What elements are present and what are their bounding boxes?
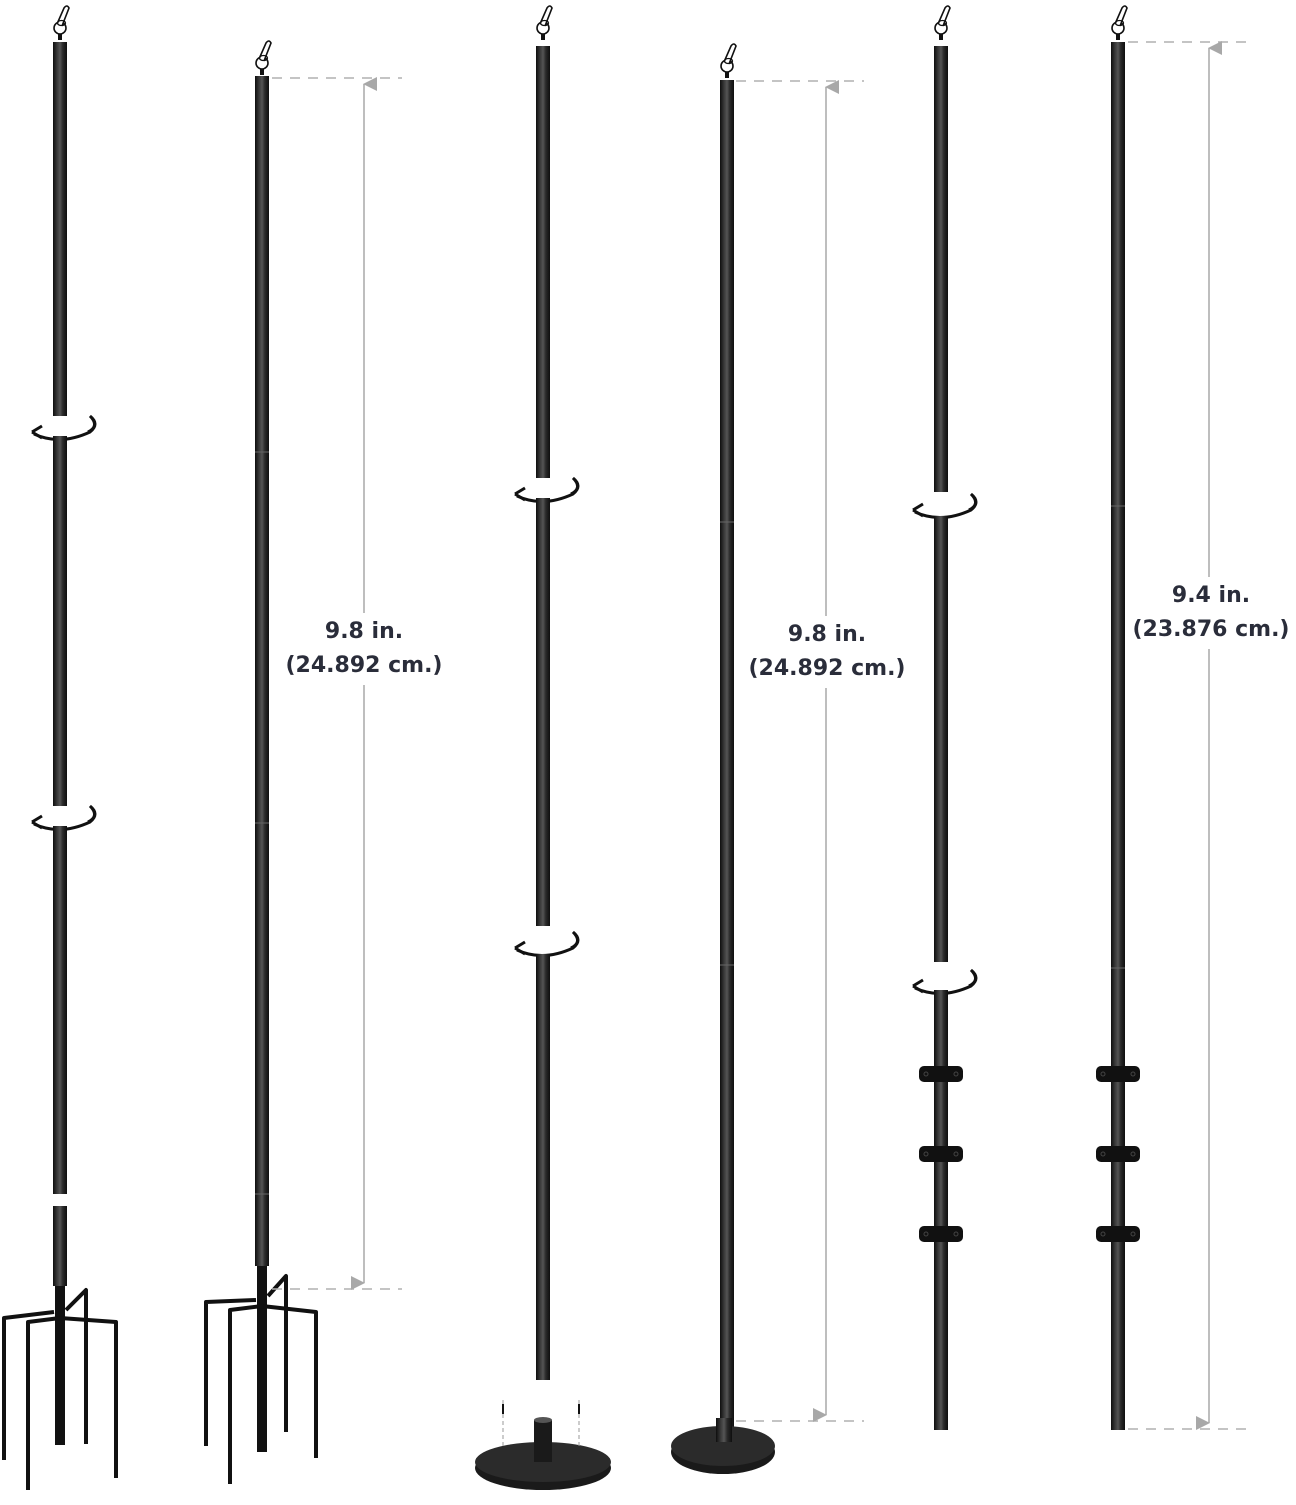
flange-plate-icon (475, 1400, 611, 1490)
pole-fork-assembled (204, 40, 402, 1484)
fork-stake-icon (2, 1286, 118, 1490)
dimension-label-clamp: 9.4 in. (23.876 cm.) (1127, 577, 1295, 649)
dimension-imperial: 9.8 in. (787, 622, 867, 647)
dimension-imperial: 9.8 in. (324, 619, 404, 644)
dimension-imperial: 9.4 in. (1171, 583, 1251, 608)
pipe-clamp-icon (1095, 1145, 1141, 1163)
pipe-clamp-icon (918, 1225, 964, 1243)
pole-fork-disassembled (2, 5, 118, 1490)
flange-plate-icon (671, 1418, 775, 1474)
dimension-metric: (24.892 cm.) (748, 656, 906, 681)
pole-clamp-assembled (1095, 5, 1250, 1430)
dimension-metric: (23.876 cm.) (1132, 617, 1290, 642)
twist-arrow-icon (911, 492, 978, 520)
hook-icon (934, 5, 951, 41)
dimension-label-fork: 9.8 in. (24.892 cm.) (280, 613, 448, 685)
pole-flange-assembled (671, 43, 864, 1474)
pole-clamp-disassembled (911, 5, 978, 1430)
pipe-clamp-icon (918, 1145, 964, 1163)
hook-icon (1111, 5, 1128, 41)
pipe-clamp-icon (918, 1065, 964, 1083)
twist-arrow-icon (513, 930, 580, 958)
hook-icon (53, 5, 70, 41)
fork-stake-icon (204, 1266, 318, 1484)
pipe-clamp-icon (1095, 1225, 1141, 1243)
hook-icon (536, 5, 553, 41)
hook-icon (255, 40, 272, 76)
dimension-label-flange: 9.8 in. (24.892 cm.) (743, 616, 911, 688)
pole-flange-disassembled (475, 5, 611, 1490)
hook-icon (720, 43, 737, 79)
pipe-clamp-icon (1095, 1065, 1141, 1083)
dimension-metric: (24.892 cm.) (285, 653, 443, 678)
